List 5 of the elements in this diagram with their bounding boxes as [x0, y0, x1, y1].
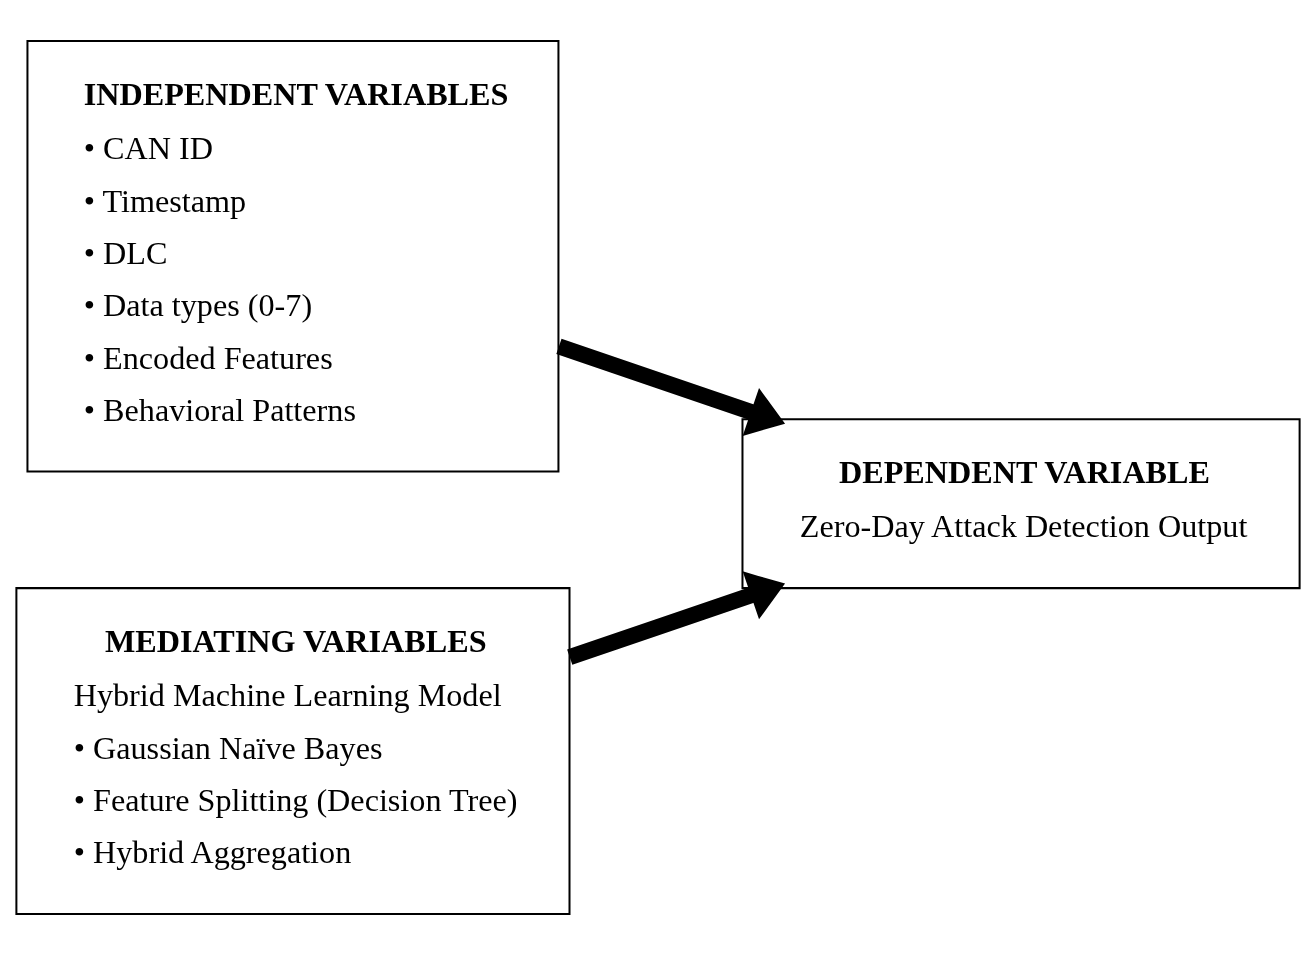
- node-box: INDEPENDENT VARIABLES • CAN ID • Timestamp • DLC • Data types (0-7) • Encoded Features • Behavioral Patterns: [26, 39, 560, 472]
- node-box: DEPENDENT VARIABLE Zero-Day Attack Detection Output: [741, 417, 1301, 589]
- arrow: [556, 338, 786, 436]
- node-box: MEDIATING VARIABLES Hybrid Machine Learning Model • Gaussian Naïve Bayes • Feature Splitting (Decision Tree) • Hybrid Aggregation: [15, 586, 571, 915]
- arrow: [567, 570, 786, 665]
